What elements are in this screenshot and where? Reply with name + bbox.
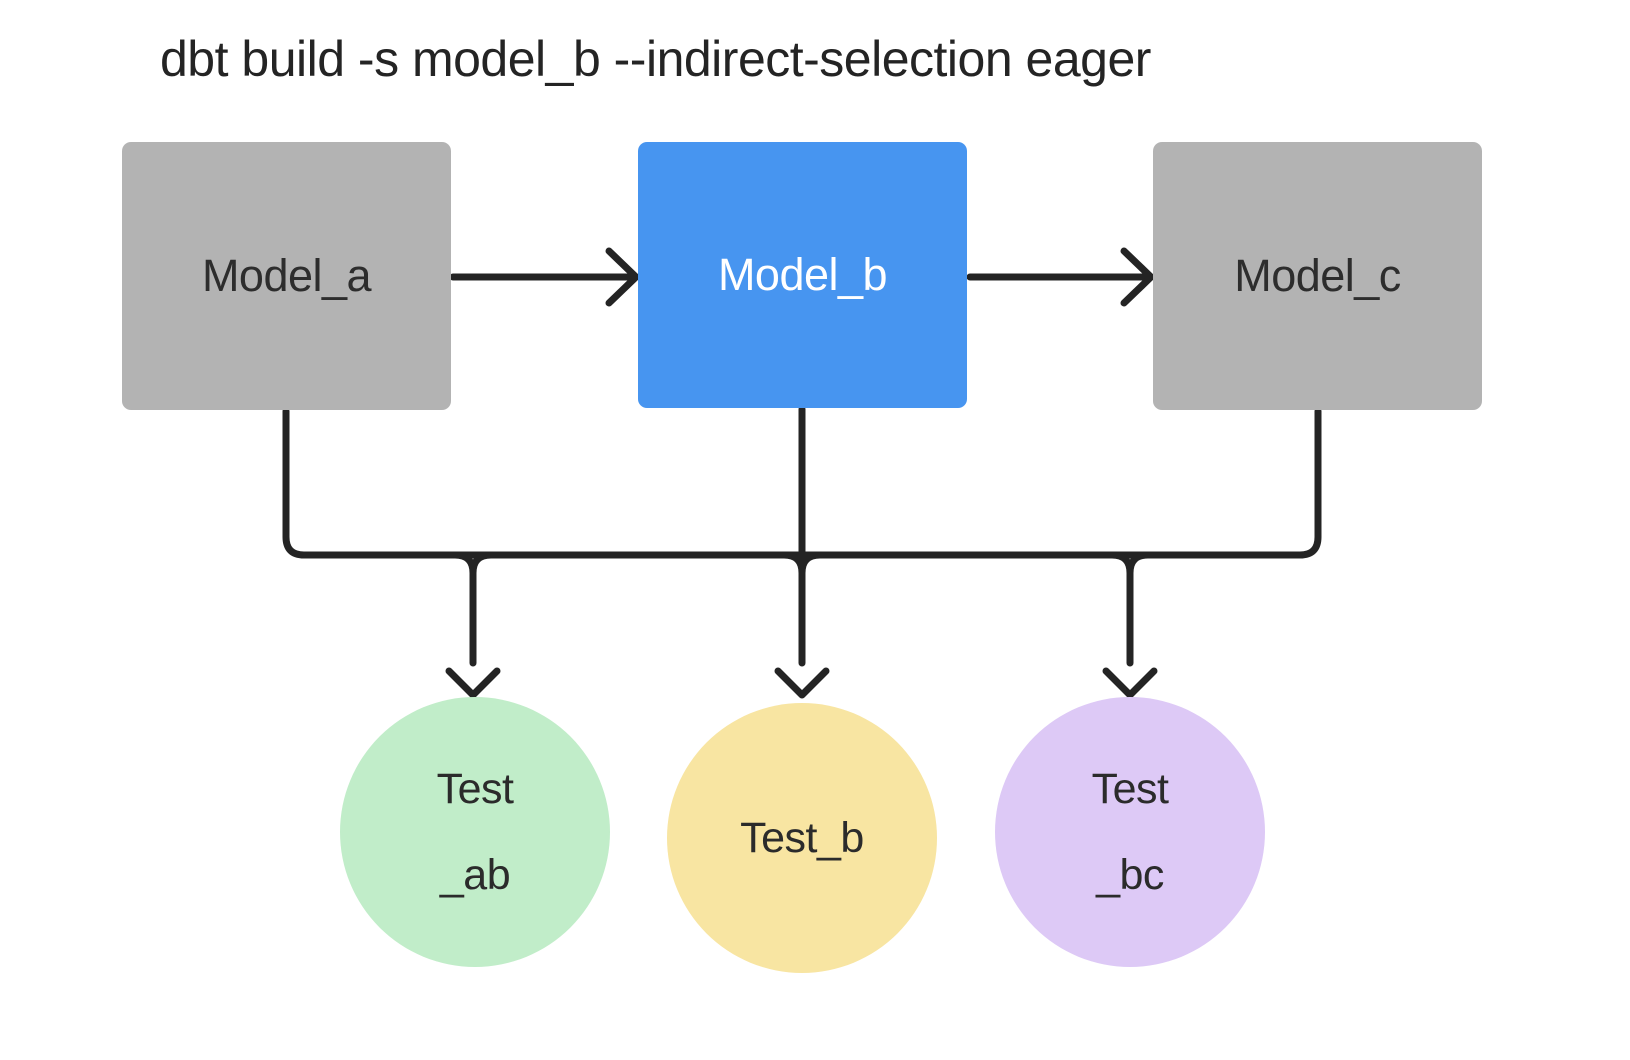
node-test-bc-label-line1: Test	[1091, 765, 1169, 813]
node-test-bc: Test _bc	[995, 697, 1265, 967]
node-test-b-label: Test_b	[740, 814, 864, 862]
node-test-b: Test_b	[667, 703, 937, 973]
arrowhead-icon	[445, 667, 501, 699]
edge-shoulder	[1108, 551, 1134, 577]
edge-model-a-to-model-b	[449, 247, 640, 307]
edge-shoulder	[780, 551, 806, 577]
edge-bus-models-to-tests	[282, 407, 1322, 559]
node-model-a: Model_a	[122, 142, 451, 410]
arrowhead-icon	[774, 667, 830, 699]
node-model-a-label: Model_a	[201, 250, 372, 301]
edge-drop-to-test-bc	[1102, 551, 1158, 699]
node-model-c: Model_c	[1153, 142, 1482, 410]
edge-drop-to-test-b	[774, 405, 830, 699]
node-test-ab-label-line1: Test	[436, 765, 514, 813]
edge-drop-to-test-ab	[445, 551, 501, 699]
arrowhead-icon	[1102, 667, 1158, 699]
edge-shoulder	[1126, 551, 1152, 577]
node-test-ab: Test _ab	[340, 697, 610, 967]
node-model-c-label: Model_c	[1234, 250, 1401, 301]
edge-shoulder	[451, 551, 477, 577]
node-test-bc-label-line2: _bc	[1096, 851, 1164, 899]
diagram-title: dbt build -s model_b --indirect-selectio…	[160, 31, 1151, 87]
edge-shoulder	[798, 551, 824, 577]
edge-shoulder	[469, 551, 495, 577]
arrowhead-icon	[605, 247, 640, 307]
arrowhead-icon	[1120, 247, 1155, 307]
node-model-b: Model_b	[638, 142, 967, 408]
edge-model-b-to-model-c	[966, 247, 1155, 307]
edge-line	[282, 407, 1322, 559]
node-test-ab-label-line2: _ab	[439, 851, 511, 899]
node-model-b-label: Model_b	[717, 249, 888, 300]
